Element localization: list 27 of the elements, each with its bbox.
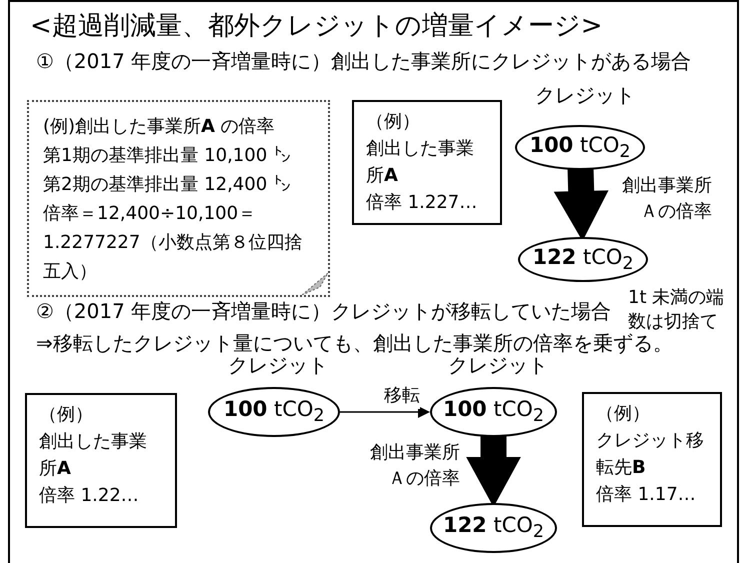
- box-text: 倍率 1.227…: [366, 191, 478, 215]
- box-text: 創出した事業所A: [39, 430, 148, 481]
- note-box: [27, 100, 330, 297]
- box-text: 倍率 1.22…: [39, 484, 140, 508]
- note-text: ②（2017 年度の一斉増量時に）クレジットが移転していた場合: [36, 298, 612, 325]
- box-text: クレジット移転先B: [596, 429, 705, 480]
- arrow: [340, 406, 430, 418]
- note-text: 倍率＝12,400÷10,100＝ 1.2277227（小数点第８位四捨五入）: [43, 202, 304, 284]
- example-box: [25, 393, 177, 528]
- note-text: 第2期の基準排出量 12,400 ㌧: [43, 173, 292, 197]
- ellipse-caption: クレジット: [535, 82, 635, 109]
- title: <超過削減量、都外クレジットの増量イメージ>: [30, 10, 603, 43]
- credit-amount: 122 tCO$_{2}$: [442, 513, 544, 543]
- credit-amount: 122 tCO$_{2}$: [532, 244, 634, 274]
- box-text: （例）: [39, 403, 94, 427]
- box-text: （例）: [366, 110, 421, 134]
- example-box: [352, 100, 502, 225]
- note-text: ①（2017 年度の一斉増量時に）創出した事業所にクレジットがある場合: [36, 48, 692, 75]
- note-text: 第1期の基準排出量 10,100 ㌧: [43, 144, 292, 168]
- box-text: （例）: [596, 402, 651, 426]
- credit-amount: 100 tCO$_{2}$: [442, 397, 544, 427]
- note-text: (例)創出した事業所A の倍率: [43, 115, 276, 139]
- credit-amount: 100 tCO$_{2}$: [529, 132, 631, 162]
- example-box: [582, 392, 722, 527]
- box-text: 創出した事業所A: [366, 137, 475, 188]
- box-text: 倍率 1.17…: [596, 483, 697, 507]
- credit-amount: 100 tCO$_{2}$: [223, 397, 325, 427]
